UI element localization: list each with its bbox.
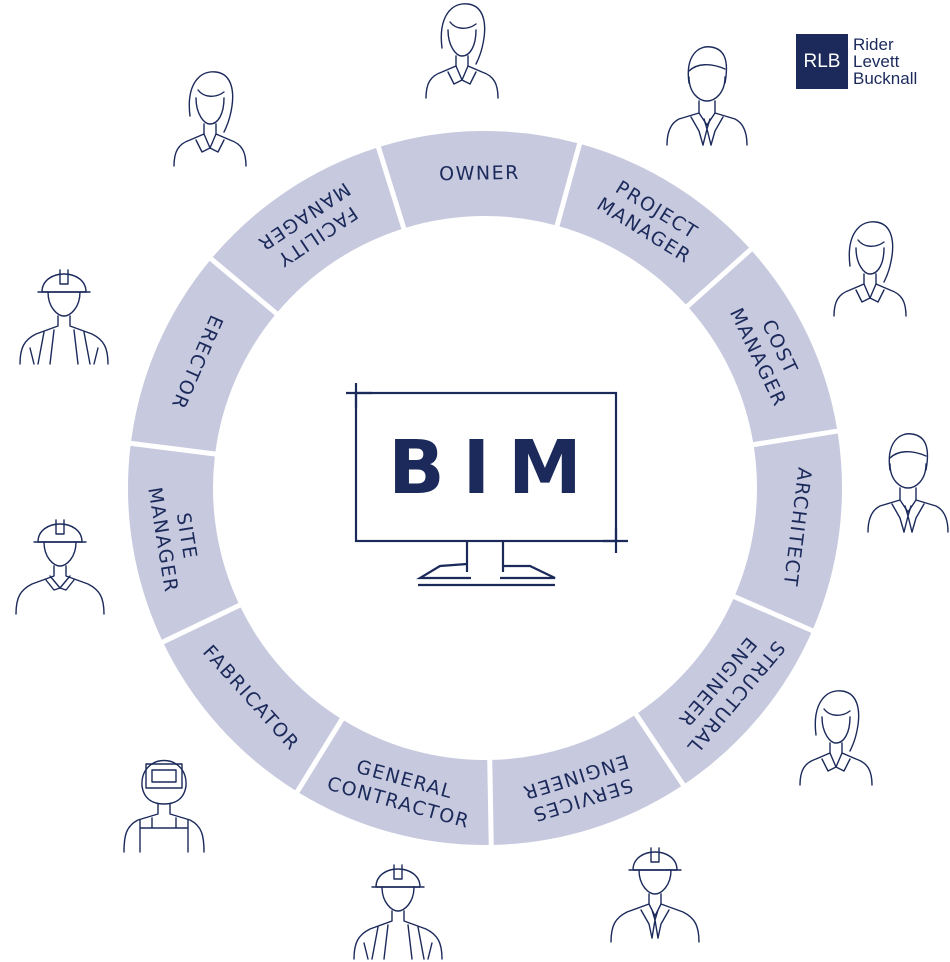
segment-general-contractor — [299, 720, 489, 846]
hardhat-suit-icon — [610, 847, 700, 943]
segment-site-manager — [127, 445, 239, 640]
logo-name-line: Rider — [853, 35, 894, 54]
woman-icon — [173, 71, 247, 167]
monitor-icon — [346, 383, 628, 587]
logo-name-line: Bucknall — [853, 69, 918, 88]
bim-label: BIM — [388, 425, 600, 511]
welder-icon — [123, 760, 205, 853]
logo-company-name: Rider Levett Bucknall — [853, 36, 917, 87]
segment-project-manager — [559, 144, 750, 305]
segment-facility-manager — [212, 148, 402, 312]
segment-structural-engineer — [638, 598, 812, 784]
segment-services-engineer — [492, 715, 682, 845]
hardhat-worker-icon — [353, 864, 443, 960]
segment-owner — [380, 130, 578, 228]
logo-abbreviation: RLB — [796, 34, 848, 89]
rlb-logo: RLB Rider Levett Bucknall — [796, 34, 917, 89]
hardhat-worker-icon — [19, 269, 109, 365]
segment-cost-manager — [689, 251, 838, 443]
bim-monitor: BIM — [346, 383, 628, 587]
segment-architect — [735, 433, 842, 629]
segment-fabricator — [163, 607, 340, 791]
segment-label-owner: OWNER — [439, 162, 520, 185]
hardhat-shirt-icon — [15, 519, 105, 615]
businessman-icon — [666, 46, 748, 146]
segment-erector — [131, 260, 275, 452]
logo-name-line: Levett — [853, 52, 900, 71]
woman-icon — [799, 690, 873, 786]
woman-icon — [425, 3, 499, 99]
businessman-icon — [867, 433, 949, 533]
stakeholder-people — [15, 3, 949, 960]
woman-icon — [833, 221, 907, 317]
stakeholder-ring: OWNERPROJECTMANAGERCOSTMANAGERARCHITECTS… — [127, 130, 842, 846]
